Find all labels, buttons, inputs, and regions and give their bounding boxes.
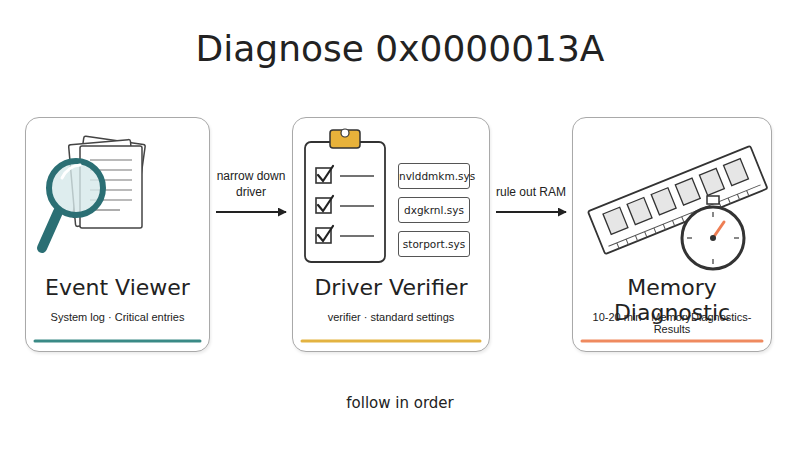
driver-file-name: dxgkrnl.sys bbox=[399, 204, 469, 216]
driver-file-name: nvlddmkm.sys bbox=[399, 170, 469, 182]
flow-arrow bbox=[496, 211, 566, 213]
edge-label: narrow down driver bbox=[210, 168, 292, 200]
driver-file-box: dxgkrnl.sys bbox=[398, 197, 470, 223]
diagram-title: Diagnose 0x0000013A bbox=[0, 28, 800, 69]
card-subtitle: verifier · standard settings bbox=[293, 311, 489, 323]
step-card: Memory Diagnostic10-20 min · MemoryDiagn… bbox=[572, 117, 772, 352]
driver-file-box: nvlddmkm.sys bbox=[398, 163, 470, 189]
edge-label: rule out RAM bbox=[492, 184, 570, 200]
flow-arrow bbox=[216, 211, 286, 213]
card-heading: Driver Verifier bbox=[293, 275, 489, 300]
card-heading: Event Viewer bbox=[26, 275, 209, 300]
driver-file-box: storport.sys bbox=[398, 231, 470, 257]
footer-note: follow in order bbox=[0, 394, 800, 412]
driver-file-name: storport.sys bbox=[399, 238, 469, 250]
card-subtitle: 10-20 min · MemoryDiagnostics-Results bbox=[573, 311, 771, 335]
step-card: nvlddmkm.sys dxgkrnl.sys storport.sysDrive… bbox=[292, 117, 490, 352]
card-subtitle: System log · Critical entries bbox=[26, 311, 209, 323]
step-card: Event ViewerSystem log · Critical entrie… bbox=[25, 117, 210, 352]
